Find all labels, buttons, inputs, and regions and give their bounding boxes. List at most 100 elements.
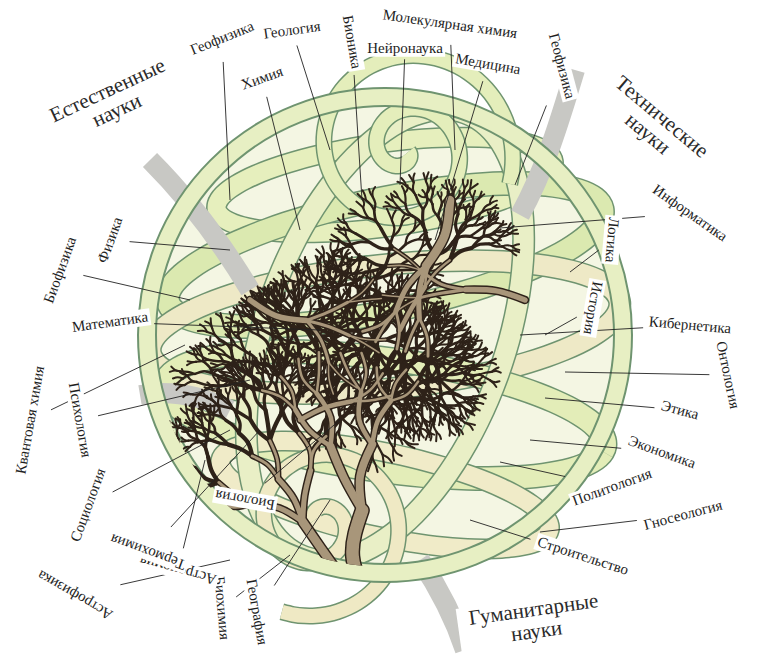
- branch-outline: [150, 530, 156, 532]
- branch-outline: [234, 331, 241, 334]
- branch-outline: [271, 357, 275, 369]
- branch-outline: [423, 361, 437, 364]
- branch-outline: [392, 210, 396, 220]
- branch-outline: [250, 300, 306, 321]
- branch-outline: [258, 335, 270, 350]
- branch-outline: [269, 364, 275, 375]
- branch-outline: [176, 379, 183, 385]
- branch-outline: [485, 352, 492, 356]
- branch-outline: [426, 172, 429, 181]
- branch-outline: [488, 363, 496, 365]
- branch-outline: [272, 332, 281, 335]
- branch-outline: [146, 477, 155, 483]
- branch-outline: [490, 380, 496, 387]
- branch-outline: [236, 322, 242, 326]
- branch-outline: [337, 323, 343, 329]
- branch-outline: [329, 363, 357, 388]
- branch-outline: [438, 413, 444, 420]
- branch-outline: [233, 409, 251, 420]
- branch-outline: [393, 224, 402, 236]
- branch-outline: [220, 313, 222, 322]
- branch-outline: [311, 301, 315, 307]
- branch-outline: [271, 344, 280, 345]
- branch-outline: [276, 357, 285, 360]
- branch-outline: [150, 464, 159, 467]
- branch-outline: [470, 212, 482, 219]
- branch-outline: [137, 508, 144, 513]
- branch-outline: [388, 431, 394, 447]
- branch-outline: [492, 222, 501, 225]
- branch-outline: [223, 396, 233, 408]
- branch-outline: [335, 440, 336, 449]
- branch-outline: [151, 455, 158, 460]
- branch-outline: [328, 657, 333, 661]
- branch-outline: [146, 525, 150, 531]
- branch-outline: [141, 507, 146, 514]
- outer-ring-face: [147, 97, 623, 573]
- branch-outline: [363, 199, 364, 207]
- branch-outline: [376, 657, 378, 661]
- branch-outline: [448, 428, 451, 436]
- branch-outline: [144, 525, 150, 528]
- branch-outline: [413, 182, 416, 195]
- branch-outline: [133, 496, 140, 501]
- branch-outline: [236, 415, 240, 433]
- branch-outline: [324, 657, 333, 658]
- branch-outline: [413, 173, 414, 182]
- branch-outline: [401, 178, 406, 186]
- branch-outline: [248, 352, 251, 363]
- branch-outline: [369, 353, 375, 365]
- branch-outline: [132, 493, 141, 494]
- branch-outline: [193, 418, 197, 423]
- branch-outline: [323, 279, 334, 282]
- branch-outline: [366, 600, 370, 625]
- branch-outline: [134, 492, 142, 493]
- branch-outline: [478, 356, 485, 364]
- branch-outline: [449, 428, 455, 435]
- branch-outline: [489, 237, 501, 244]
- branch-outline: [512, 246, 519, 250]
- branch-outline: [406, 401, 407, 412]
- branch-outline: [298, 264, 300, 274]
- branch-outline: [149, 456, 160, 457]
- branch-outline: [427, 183, 431, 194]
- branch-outline: [216, 314, 223, 322]
- top-vortex-face: [324, 56, 513, 218]
- branch-outline: [157, 442, 163, 444]
- branch-outline: [154, 477, 170, 480]
- branch-outline: [346, 347, 362, 352]
- branch-outline: [458, 199, 463, 214]
- branch-outline: [341, 440, 345, 447]
- branch-outline: [336, 294, 344, 301]
- branch-outline: [137, 507, 147, 510]
- branch-outline: [331, 235, 339, 241]
- branch-outline: [211, 363, 218, 365]
- branch-outline: [183, 447, 190, 449]
- branch-outline: [384, 279, 392, 286]
- branch-outline: [154, 535, 159, 541]
- branch-outline: [293, 290, 296, 300]
- branch-outline: [138, 485, 145, 487]
- branch-outline: [391, 407, 393, 416]
- top-vortex: [324, 56, 513, 218]
- branch-outline: [438, 206, 441, 217]
- branch-outline: [433, 186, 435, 194]
- branch-outline: [277, 281, 283, 289]
- branch-outline: [394, 191, 398, 197]
- branch-outline: [155, 526, 163, 531]
- branch-outline: [319, 328, 329, 334]
- branch-outline: [142, 462, 150, 465]
- branch-outline: [134, 488, 143, 489]
- branch-outline: [466, 289, 525, 300]
- branch-outline: [410, 409, 421, 411]
- branch-outline: [463, 225, 472, 229]
- branch-outline: [369, 645, 376, 657]
- branch-outline: [228, 333, 231, 338]
- branch-outline: [200, 404, 207, 406]
- branch-outline: [339, 283, 351, 286]
- branch-outline: [208, 360, 223, 361]
- branch-outline: [144, 463, 151, 466]
- branch-outline: [271, 344, 280, 348]
- top-vortex-edge: [324, 56, 513, 218]
- branch-outline: [366, 259, 388, 266]
